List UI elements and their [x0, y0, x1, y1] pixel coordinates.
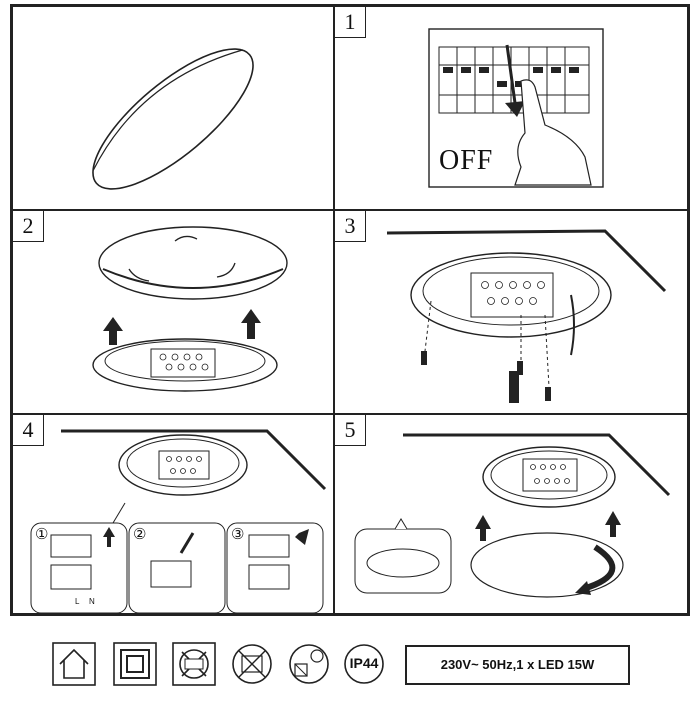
spec-label: 230V~ 50Hz,1 x LED 15W [405, 645, 630, 685]
breaker-illustration [428, 28, 604, 188]
substep-2-label: ② [133, 526, 147, 543]
step-number: 2 [13, 211, 44, 242]
step-3-panel: 3 [334, 210, 688, 414]
instruction-grid: 1 OFF 2 [10, 4, 690, 616]
step-number: 4 [13, 415, 44, 446]
indoor-use-icon [52, 642, 96, 686]
ip-rating-icon: IP44 [342, 642, 386, 686]
ceiling-lamp-illustration [92, 48, 254, 190]
mount-base-illustration [386, 229, 667, 403]
class-ii-insulation-icon [113, 642, 157, 686]
step-4-panel: 4 ① ② ③ L N [12, 414, 334, 614]
step-5-panel: 5 [334, 414, 688, 614]
wiring-illustration [30, 429, 327, 613]
not-for-insulated-ceiling-icon [232, 644, 272, 684]
ip-rating-label: IP44 [349, 655, 379, 671]
led-not-replaceable-icon [172, 642, 216, 686]
step-number: 1 [335, 7, 366, 38]
terminal-n-label: N [89, 597, 95, 606]
min-distance-lamp-icon [289, 644, 329, 684]
substep-1-label: ① [35, 526, 49, 543]
remove-cover-illustration [92, 226, 288, 392]
substep-3-label: ③ [231, 526, 245, 543]
step-2-panel: 2 [12, 210, 334, 414]
step-number: 5 [335, 415, 366, 446]
product-overview-panel [12, 6, 334, 210]
off-label: OFF [439, 145, 494, 176]
step-number: 3 [335, 211, 366, 242]
terminal-l-label: L [75, 597, 80, 606]
step-1-panel: 1 OFF [334, 6, 688, 210]
attach-cover-illustration [354, 433, 671, 598]
ip-rating-circle [344, 644, 384, 684]
